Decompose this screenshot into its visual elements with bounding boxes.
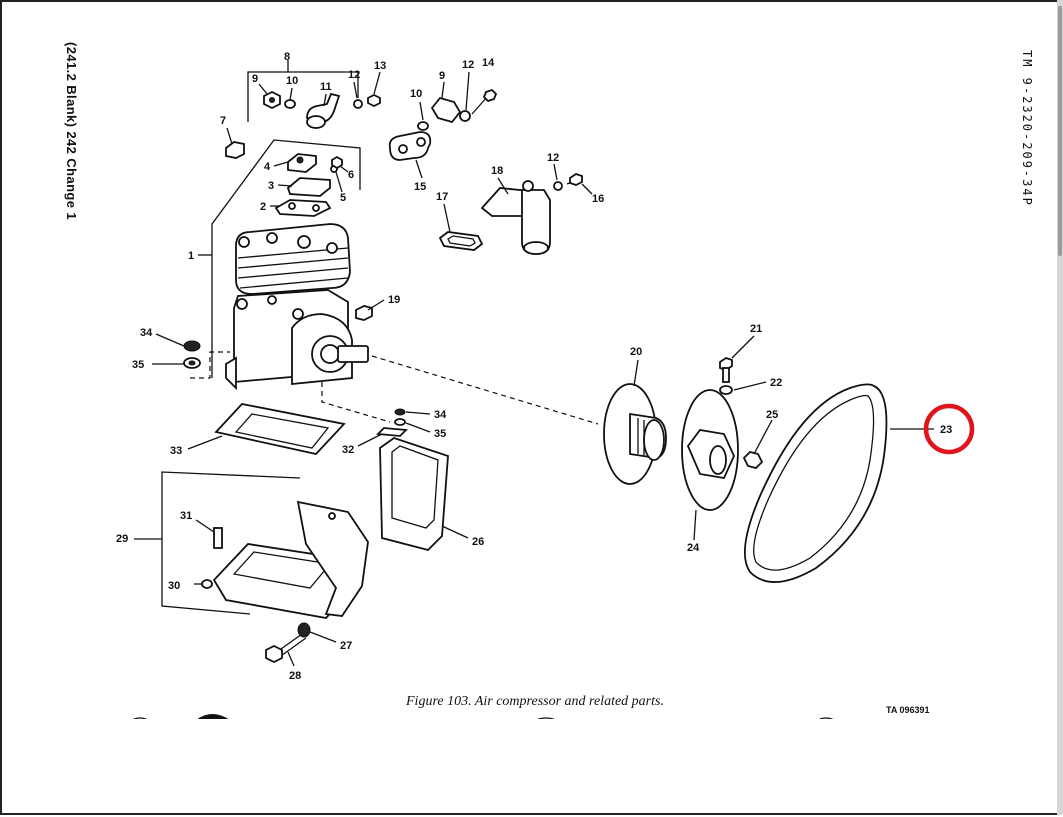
callout-22: 22 — [770, 377, 782, 389]
part-nut-34a — [183, 340, 201, 352]
callout-21: 21 — [750, 323, 762, 335]
callout-5: 5 — [340, 192, 346, 204]
callout-20: 20 — [630, 346, 642, 358]
callout-34b: 34 — [434, 409, 447, 421]
part-cap-4 — [287, 153, 317, 173]
callout-7: 7 — [220, 115, 226, 127]
part-washer-22 — [719, 385, 733, 395]
bracket-group-1 — [190, 139, 361, 379]
callout-35a: 35 — [132, 359, 144, 371]
part-stud-31 — [213, 527, 223, 549]
part-bolt-21 — [719, 357, 733, 383]
callout-16: 16 — [592, 193, 604, 205]
part-bolt-16 — [566, 173, 583, 186]
highlight-circle — [923, 403, 975, 455]
part-pulley-20 — [603, 383, 667, 485]
callout-29: 29 — [116, 533, 128, 545]
part-bolt-28 — [265, 633, 307, 664]
callout-9a: 9 — [252, 73, 258, 85]
callout-19: 19 — [388, 294, 400, 306]
part-elbow-11 — [306, 92, 341, 129]
callout-12a: 12 — [348, 69, 360, 81]
callout-27: 27 — [340, 640, 352, 652]
callout-25: 25 — [766, 409, 778, 421]
part-air-compressor-1 — [225, 223, 369, 391]
scan-artifacts — [94, 714, 942, 721]
callout-33: 33 — [170, 445, 182, 457]
callout-11: 11 — [320, 81, 332, 93]
part-flange-15 — [388, 131, 432, 161]
callout-labels: 1 2 3 4 5 6 7 8 9 10 11 12 13 9 10 12 14… — [116, 51, 952, 682]
part-bolt-13 — [367, 93, 381, 108]
callout-9b: 9 — [439, 70, 445, 82]
callout-4: 4 — [264, 161, 271, 173]
callout-14: 14 — [482, 57, 495, 69]
part-fitting-10 — [284, 99, 296, 109]
callout-35b: 35 — [434, 428, 446, 440]
part-bolt-14 — [471, 88, 498, 115]
callout-30: 30 — [168, 580, 180, 592]
part-washer-12c — [553, 181, 563, 191]
callout-32: 32 — [342, 444, 354, 456]
part-bracket-32 — [376, 427, 408, 437]
part-plate-3 — [286, 177, 331, 197]
part-nut-9b — [430, 96, 462, 124]
callout-24: 24 — [687, 542, 700, 554]
callout-31: 31 — [180, 510, 192, 522]
bracket-group-8 — [247, 60, 359, 122]
callout-10b: 10 — [410, 88, 422, 100]
part-gasket-26 — [379, 437, 449, 552]
callout-34a: 34 — [140, 327, 153, 339]
callout-13: 13 — [374, 60, 386, 72]
part-plug-19 — [355, 305, 373, 321]
part-screw-6 — [331, 155, 343, 170]
callout-17: 17 — [436, 191, 448, 203]
callout-28: 28 — [289, 670, 301, 682]
callout-10a: 10 — [286, 75, 298, 87]
part-gasket-33 — [214, 403, 346, 455]
callout-12b: 12 — [462, 59, 474, 71]
part-washer-12a — [353, 99, 363, 109]
part-belt-23 — [743, 383, 888, 583]
callout-1: 1 — [188, 250, 194, 262]
callout-8: 8 — [284, 51, 290, 63]
callout-26: 26 — [472, 536, 484, 548]
callout-18: 18 — [491, 165, 503, 177]
part-fitting-10b — [417, 121, 429, 131]
part-washer-35b — [394, 418, 406, 426]
callout-6: 6 — [348, 169, 354, 181]
vertical-scrollbar[interactable] — [1057, 0, 1063, 815]
part-gasket-17 — [438, 231, 484, 251]
leader-lines — [152, 71, 934, 667]
part-washer-35a — [183, 357, 201, 369]
callout-2: 2 — [260, 201, 266, 213]
part-nut-30 — [201, 579, 213, 589]
callout-23: 23 — [940, 424, 952, 436]
part-nut-25 — [742, 451, 764, 469]
part-nut-27 — [297, 622, 311, 638]
callout-12c: 12 — [547, 152, 559, 164]
callout-3: 3 — [268, 180, 274, 192]
part-washer-12b — [459, 110, 471, 122]
part-adapter-29 — [212, 500, 369, 619]
ta-number: TA 096391 — [886, 705, 930, 715]
scrollbar-thumb[interactable] — [1058, 6, 1062, 256]
part-valve-18 — [480, 180, 551, 255]
callout-15: 15 — [414, 181, 426, 193]
part-nut-9 — [263, 90, 281, 110]
bracket-group-29 — [134, 471, 301, 615]
figure-caption: Figure 103. Air compressor and related p… — [406, 694, 664, 709]
assembly-line-shaft — [371, 355, 599, 425]
part-gasket-2 — [274, 199, 332, 217]
part-nut-34b — [394, 408, 406, 416]
part-hub-24 — [681, 389, 739, 511]
part-plug-7 — [225, 141, 245, 159]
assembly-line-base — [321, 382, 391, 423]
